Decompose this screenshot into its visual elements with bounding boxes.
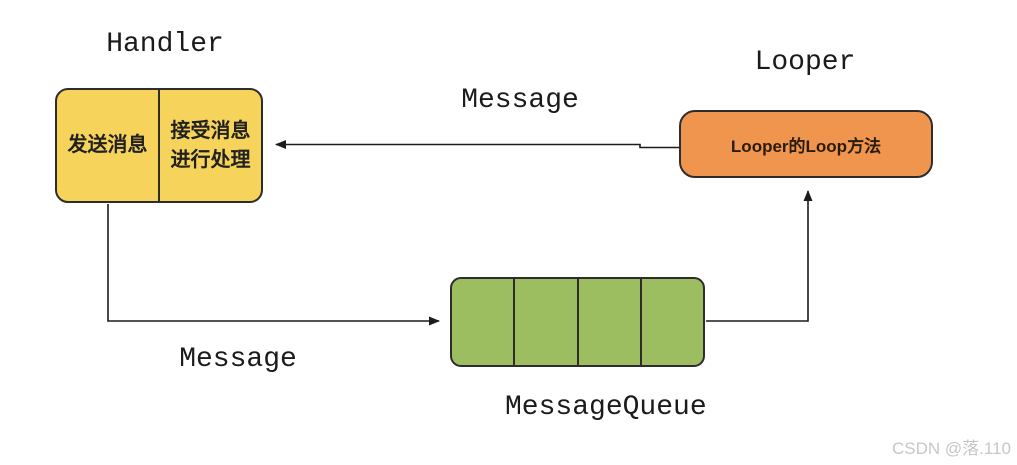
queue-cell bbox=[576, 279, 640, 365]
queue-cell bbox=[513, 279, 576, 365]
csdn-watermark: CSDN @落.110 bbox=[892, 439, 1011, 458]
handler-title: Handler bbox=[106, 29, 224, 60]
handler-box: 发送消息 接受消息 进行处理 bbox=[55, 88, 263, 203]
handler-receive-label-line1: 接受消息 bbox=[170, 119, 251, 142]
looper-box-label: Looper的Loop方法 bbox=[730, 136, 882, 156]
queue-cell bbox=[452, 279, 513, 365]
handler-receive-cell: 接受消息 进行处理 bbox=[158, 90, 261, 201]
arrow-looper-to-handler bbox=[275, 140, 679, 149]
messagequeue-title: MessageQueue bbox=[505, 392, 707, 423]
arrow-handler-to-queue bbox=[107, 204, 440, 326]
message-label-top: Message bbox=[461, 85, 579, 116]
queue-cell bbox=[639, 279, 703, 365]
message-label-bottom: Message bbox=[179, 344, 297, 375]
looper-box: Looper的Loop方法 bbox=[679, 110, 933, 178]
message-queue-box bbox=[450, 277, 705, 367]
handler-receive-label-line2: 进行处理 bbox=[170, 148, 251, 171]
handler-send-label: 发送消息 bbox=[67, 134, 148, 156]
handler-send-cell: 发送消息 bbox=[57, 90, 158, 201]
arrow-queue-to-looper bbox=[706, 190, 813, 322]
looper-title: Looper bbox=[754, 47, 856, 78]
